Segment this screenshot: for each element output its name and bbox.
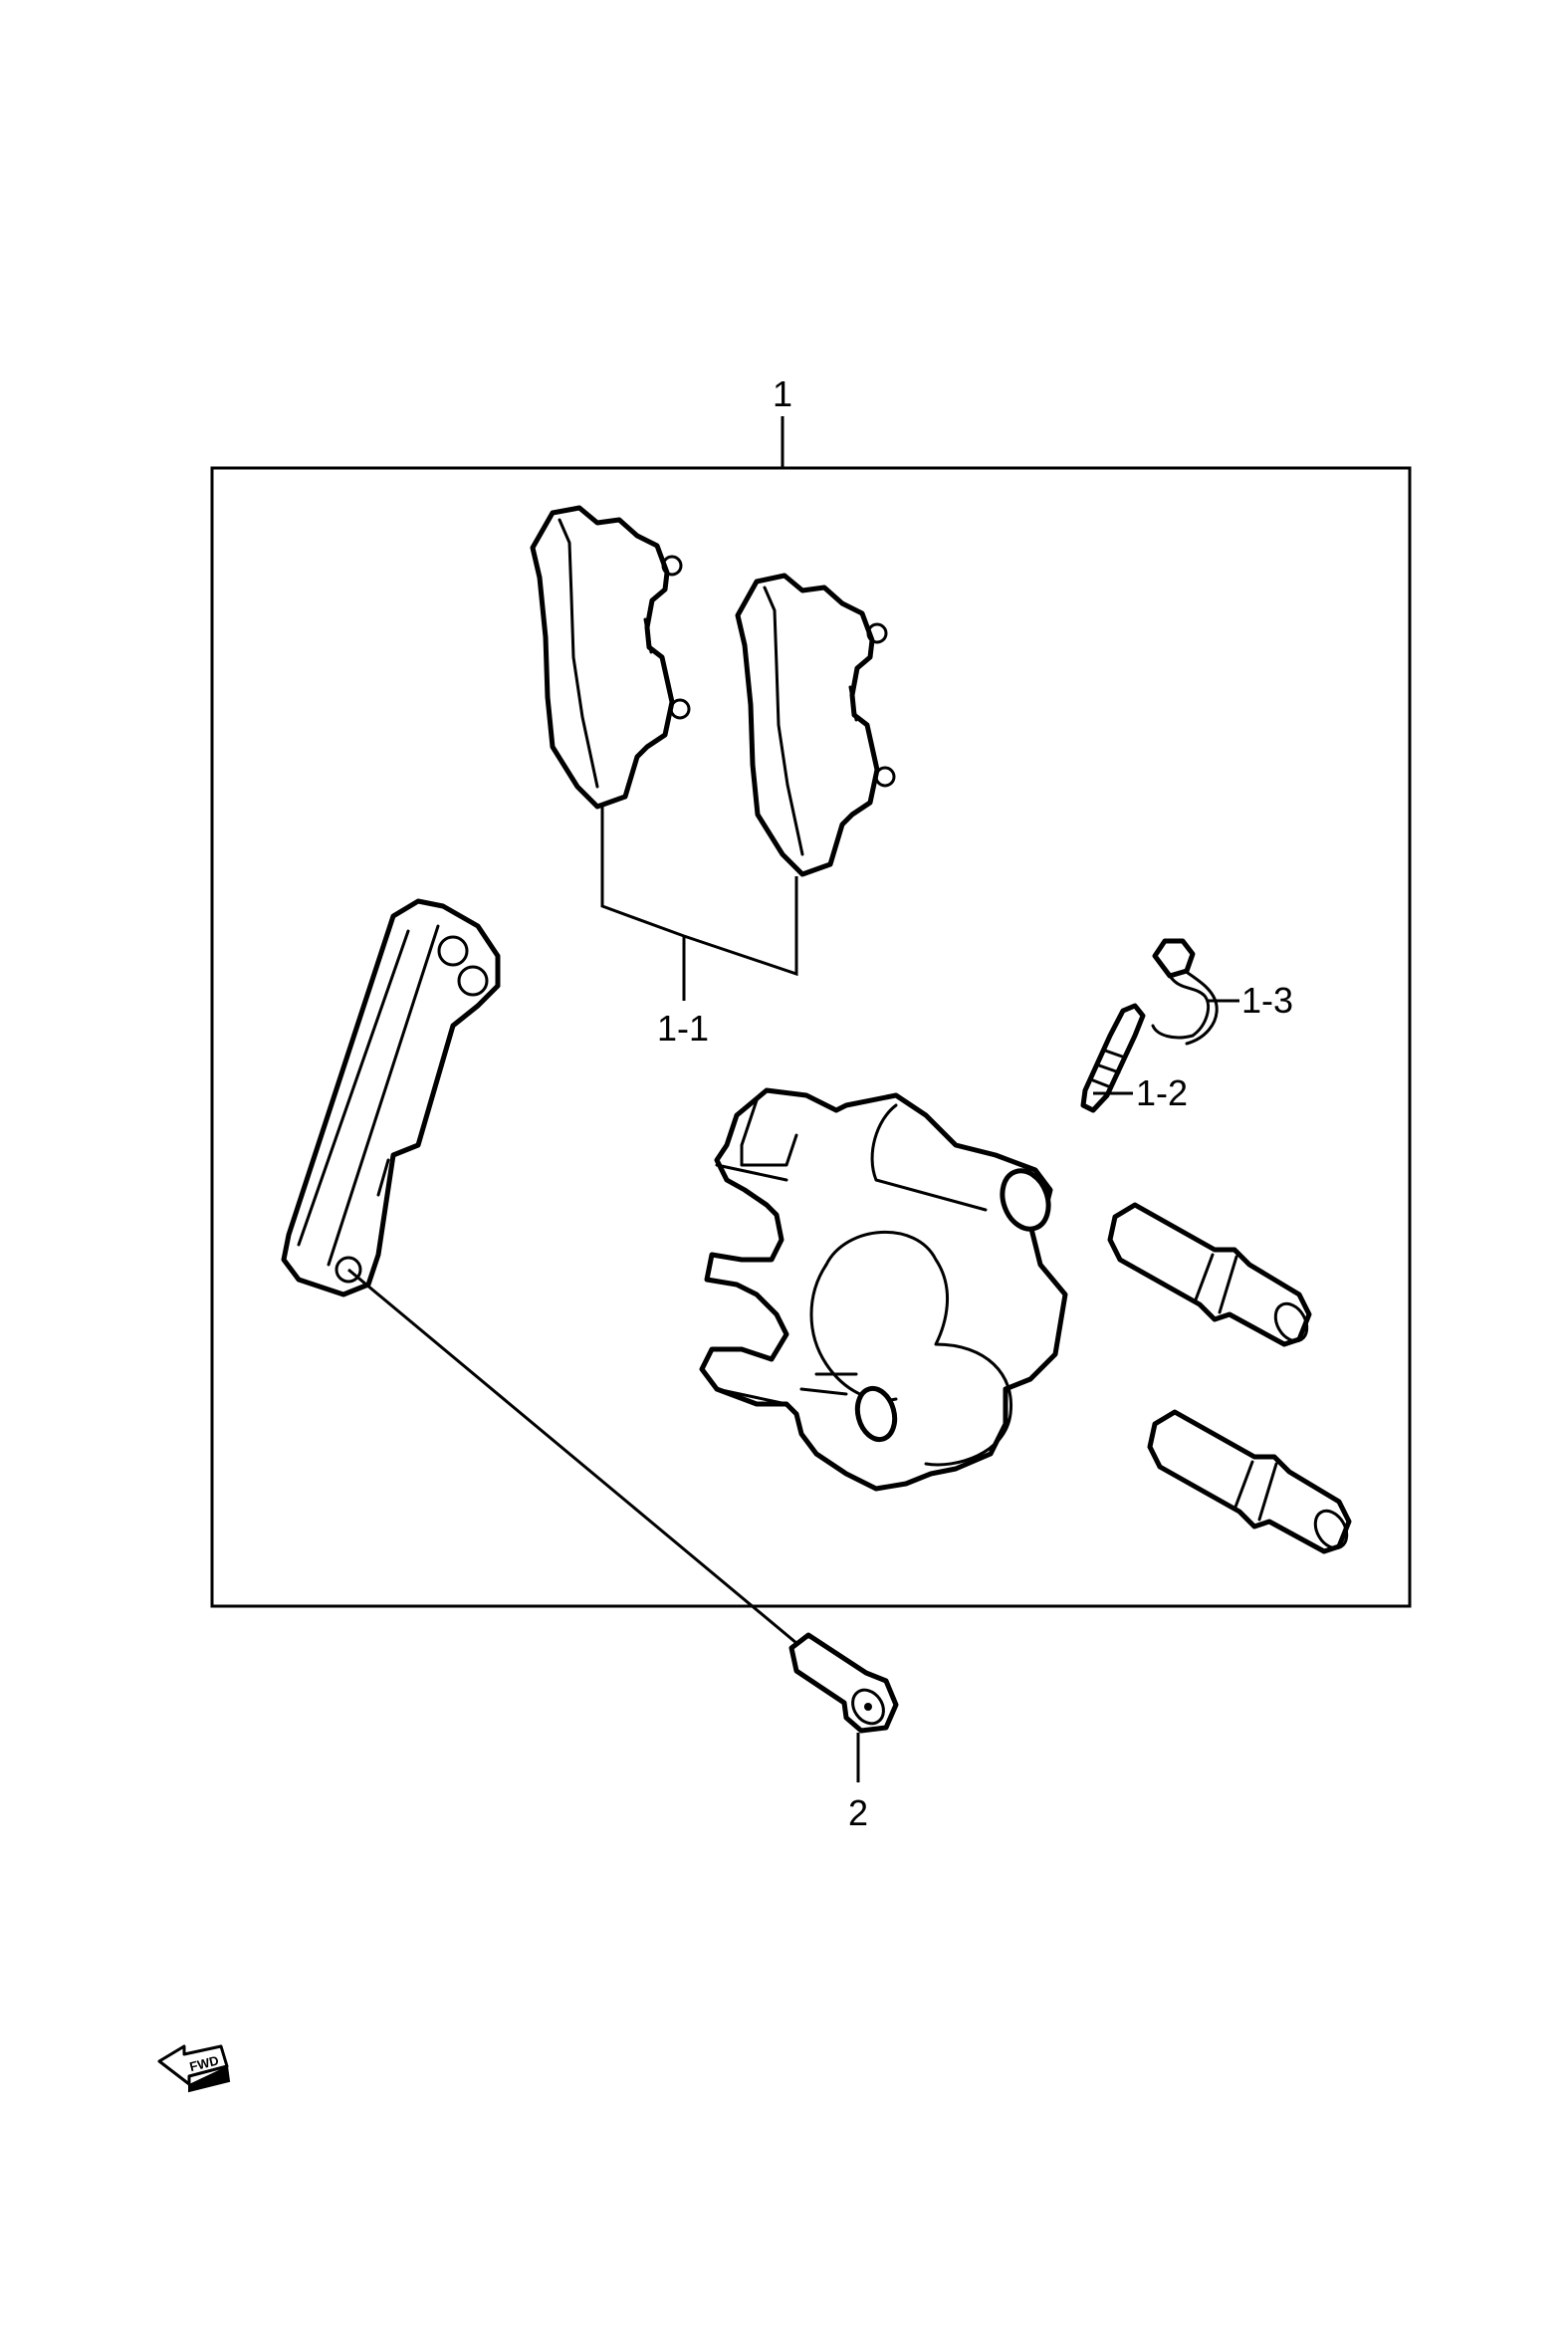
brake-pad-right — [735, 573, 896, 877]
fwd-label: FWD — [188, 2052, 220, 2074]
callout-2-label: 2 — [848, 1792, 868, 1833]
caliper-bracket — [281, 898, 501, 1297]
callout-1: 1 — [773, 373, 792, 468]
callout-1-3-label: 1-3 — [1241, 980, 1293, 1021]
brake-pad-left — [530, 505, 691, 810]
callout-1-1-label: 1-1 — [657, 1008, 709, 1049]
callout-1-label: 1 — [773, 373, 792, 414]
mounting-bolt: 2 — [347, 1268, 899, 1833]
bleeder-cap: 1-3 — [1151, 938, 1293, 1046]
caliper-body — [699, 1087, 1068, 1492]
slide-pin-top — [1107, 1202, 1312, 1347]
slide-pin-bottom — [1147, 1409, 1352, 1554]
callout-1-1: 1-1 — [600, 807, 798, 1049]
forward-arrow-icon: FWD — [157, 2044, 231, 2093]
callout-1-2-label: 1-2 — [1136, 1072, 1188, 1113]
bleeder-screw: 1-2 — [1080, 1003, 1188, 1113]
assembly-frame — [210, 466, 1412, 1608]
